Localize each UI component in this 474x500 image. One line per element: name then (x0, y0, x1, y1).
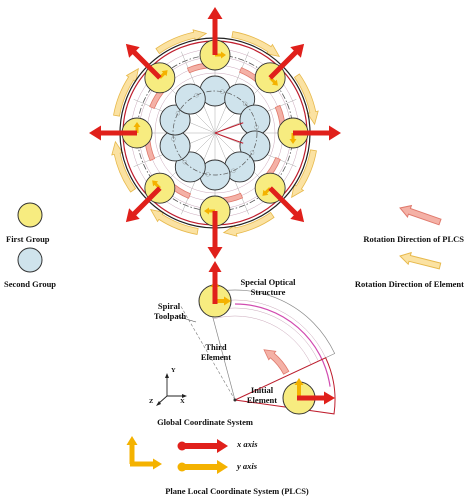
element-x-axis-arrow (125, 43, 162, 80)
legend-shapes (17, 202, 442, 273)
gcs-axis-y-label: Y (171, 367, 176, 374)
element-rotation-arrow (222, 211, 275, 237)
third-element-x-arrow (208, 261, 222, 304)
spiral-toolpath-label-1: Spiral (157, 301, 181, 311)
second-group-marker (182, 160, 187, 165)
initial-element-y-arrow (294, 378, 304, 398)
element-x-axis-arrow (89, 125, 137, 141)
sector-marker (214, 122, 244, 144)
plcs-x-axis-dot (177, 441, 187, 451)
element-y-axis-arrow (133, 122, 141, 133)
gcs-x-arrowhead (182, 394, 187, 398)
gcs-axis-x-label: X (180, 398, 185, 405)
second-group-legend-circle (17, 247, 43, 273)
element-rotation-arrow (293, 73, 319, 126)
spiral-toolpath-arc (213, 315, 312, 365)
global-coordinate-axes (156, 373, 187, 406)
sector-dashed-line (179, 304, 236, 401)
plcs-y-axis-label: y axis (237, 461, 258, 471)
plcs-y-axis-arrow (182, 460, 228, 474)
second-group-path (172, 90, 258, 176)
element-x-axis-arrow (207, 211, 223, 259)
third-element-label-1: Third (205, 342, 227, 352)
initial-element-label-2: Element (246, 395, 278, 405)
plcs-rotation-legend-arrow (399, 204, 442, 226)
third-element-label-2: Element (200, 352, 232, 362)
sector-origin (233, 398, 237, 402)
element-x-axis-arrow (268, 43, 305, 80)
element-rotation-arrow (155, 29, 208, 55)
rotation-element-label: Rotation Direction of Element (354, 279, 464, 289)
element-y-axis-arrow (289, 133, 297, 144)
plcs-title: Plane Local Coordinate System (PLCS) (165, 486, 309, 496)
plcs-legend-shapes (126, 436, 228, 474)
detail-rotation-arrow (263, 349, 290, 375)
second-group-marker (231, 168, 236, 173)
plcs-legend-x-arrow (130, 458, 162, 470)
second-group-marker (249, 150, 255, 155)
element-y-axis-arrow (204, 207, 215, 215)
first-group-legend-circle (17, 202, 43, 228)
plcs-y-axis-dot (177, 462, 187, 472)
element-rotation-arrow (291, 149, 317, 199)
plcs-legend-y-arrow (126, 436, 138, 464)
spiral-toolpath-pointer (175, 315, 197, 323)
detail-sector-view (175, 261, 336, 415)
plcs-x-axis-label: x axis (237, 439, 258, 449)
second-group-label: Second Group (4, 279, 57, 289)
element-rotation-arrow (149, 209, 199, 235)
element-rotation-legend-arrow (399, 251, 442, 270)
magenta-toolpath-arc (234, 303, 331, 387)
element-rotation-arrow (113, 67, 139, 117)
element-y-axis-arrow (269, 76, 278, 86)
initial-element-x-arrow (297, 391, 335, 405)
plcs-x-axis-arrow (182, 439, 228, 453)
gcs-z-arrowhead (156, 401, 161, 406)
first-group-label: First Group (6, 234, 50, 244)
gcs-title: Global Coordinate System (157, 417, 253, 427)
gcs-y-arrowhead (165, 373, 169, 378)
rotation-plcs-label: Rotation Direction of PLCS (363, 234, 464, 244)
spiral-toolpath-label-2: Toolpath (153, 311, 187, 321)
second-group-element (239, 104, 271, 136)
element-x-axis-arrow (268, 186, 305, 223)
wafer-top-view (89, 7, 341, 259)
element-rotation-arrow (111, 140, 137, 193)
element-rotation-arrow (231, 31, 281, 57)
element-y-axis-arrow (215, 51, 226, 59)
second-group-marker (175, 111, 181, 116)
second-group-marker (243, 101, 248, 106)
initial-element-label-1: Initial (250, 385, 274, 395)
third-element-yx-arrow (215, 296, 231, 306)
element-x-axis-arrow (207, 7, 223, 55)
element-x-axis-arrow (293, 125, 341, 141)
element-x-axis-arrow (125, 186, 162, 223)
special-optical-structure-label-2: Structure (250, 287, 286, 297)
gcs-axis-z-label: Z (149, 398, 154, 405)
special-optical-structure-label-1: Special Optical (240, 277, 296, 287)
initial-sector-outline (233, 357, 336, 415)
second-group-marker (194, 93, 199, 98)
